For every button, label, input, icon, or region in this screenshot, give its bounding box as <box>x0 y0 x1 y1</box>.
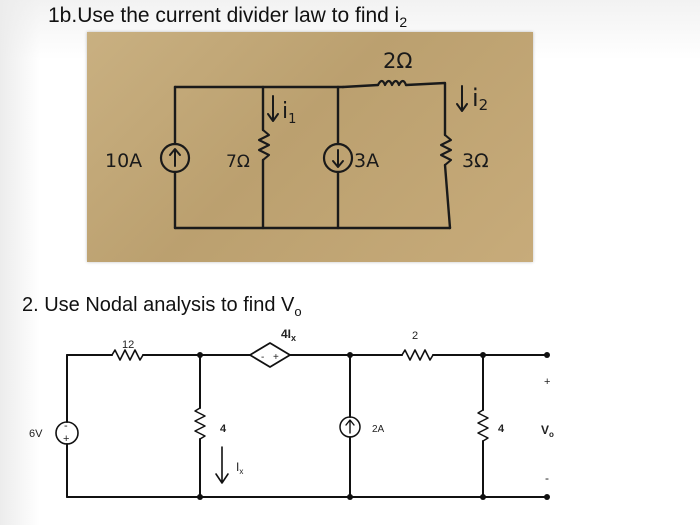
node-dot <box>544 494 550 500</box>
node-dot <box>480 494 486 500</box>
label-2: 2 <box>412 330 418 342</box>
label-6v: 6V <box>29 428 43 440</box>
node-dot <box>197 352 203 358</box>
label-3a: 3A <box>354 150 379 172</box>
question-2-title-subscript: o <box>294 304 302 319</box>
dependent-source-diamond <box>249 342 291 368</box>
source-6v-minus: - <box>64 420 68 432</box>
label-vo-main: V <box>541 423 549 437</box>
node-dot <box>480 352 486 358</box>
up-arrow-icon-2a <box>345 419 355 434</box>
resistor-3-ohm-zigzag <box>439 133 453 167</box>
label-i1-sub: 1 <box>288 112 296 127</box>
down-arrow-icon-ix <box>215 446 229 484</box>
question-2-title-text: 2. Use Nodal analysis to find V <box>22 294 295 316</box>
wire-branch-3-bottom <box>443 163 452 230</box>
node-dot <box>347 494 353 500</box>
label-3-ohm: 3Ω <box>462 150 489 172</box>
resistor-4-right-zigzag <box>477 409 489 442</box>
label-vo: Vo <box>541 423 554 439</box>
question-1-title: 1b.Use the current divider law to find i… <box>48 4 407 30</box>
question-1-title-subscript: 2 <box>399 14 408 31</box>
label-i1: i1 <box>282 99 296 127</box>
label-vo-minus: - <box>545 471 549 485</box>
resistor-2-ohm-zigzag <box>376 79 408 87</box>
down-arrow-icon-i2 <box>456 85 468 112</box>
label-i2-main: i <box>472 84 479 112</box>
dep-source-plus: + <box>273 352 279 363</box>
label-10a: 10A <box>105 150 142 172</box>
resistor-4-left-zigzag <box>194 407 206 440</box>
label-4-right: 4 <box>498 423 505 435</box>
handwritten-circuit-photo <box>87 32 533 262</box>
label-7-ohm: 7Ω <box>226 152 250 172</box>
wire-top-right-b <box>404 81 447 137</box>
down-arrow-icon-3a <box>332 149 344 168</box>
label-i2-sub: 2 <box>479 96 489 114</box>
down-arrow-icon-i1 <box>267 95 279 122</box>
resistor-2-zigzag <box>401 349 434 361</box>
edge-shade <box>0 0 40 525</box>
resistor-7-ohm-zigzag <box>257 128 271 162</box>
label-2-ohm: 2Ω <box>383 49 412 73</box>
label-ix-main: I <box>236 460 239 474</box>
node-dot <box>347 352 353 358</box>
label-vo-plus: + <box>544 376 550 388</box>
node-dot <box>544 352 550 358</box>
label-ix-sub: x <box>239 467 243 476</box>
label-vo-sub: o <box>549 430 554 439</box>
resistor-12-zigzag <box>111 349 144 361</box>
dep-source-minus: - <box>261 352 264 363</box>
label-i2: i2 <box>472 84 488 114</box>
question-1-title-text: 1b.Use the current divider law to find i <box>48 4 400 27</box>
up-arrow-icon <box>169 148 181 167</box>
label-i1-main: i <box>282 99 288 124</box>
label-12: 12 <box>122 339 134 351</box>
label-dependent-source: 4Ix <box>281 327 296 343</box>
source-6v-plus: + <box>63 433 69 445</box>
label-dep-main: 4I <box>281 327 291 341</box>
question-2-title: 2. Use Nodal analysis to find Vo <box>22 294 302 319</box>
wire-top-right-a <box>341 83 380 89</box>
label-ix: Ix <box>236 460 243 476</box>
label-dep-sub: x <box>291 333 296 343</box>
node-dot <box>197 494 203 500</box>
label-4-left: 4 <box>220 423 227 435</box>
label-2a: 2A <box>372 424 385 435</box>
